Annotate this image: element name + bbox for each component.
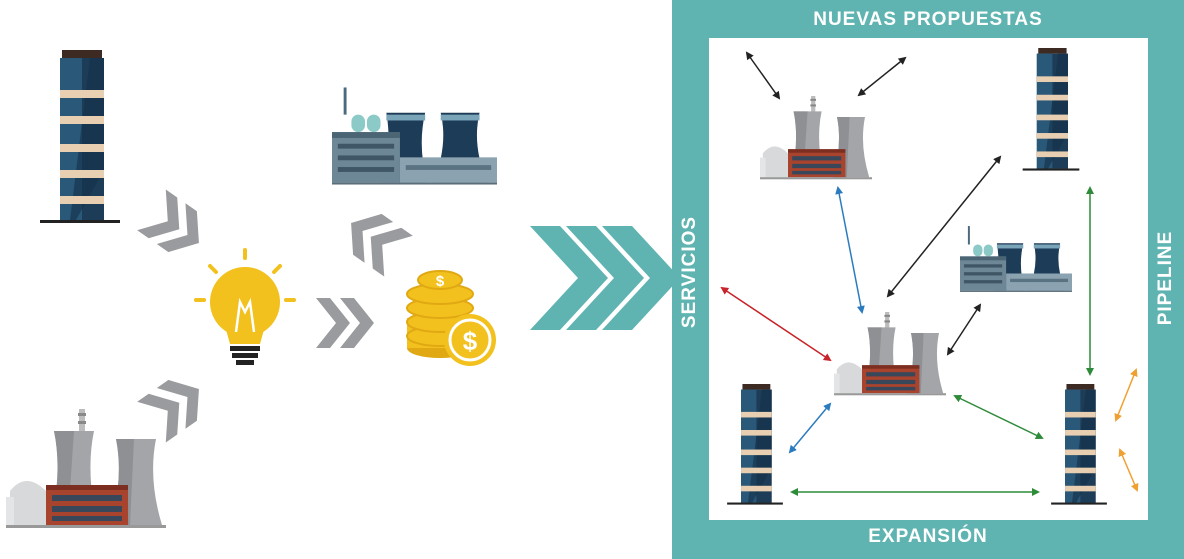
frame-label-bottom: EXPANSIÓN — [672, 521, 1184, 553]
factory-icon — [332, 87, 497, 184]
chevron-icon — [137, 189, 213, 263]
chevron-icon — [316, 298, 374, 348]
frame-label-right: PIPELINE — [1155, 231, 1177, 326]
coins-icon — [407, 271, 496, 366]
power-plant-icon — [6, 409, 166, 528]
big-chevron-arrow-icon — [530, 226, 680, 330]
office-tower-icon — [40, 50, 120, 223]
coin-dollar-symbol: $ — [463, 326, 478, 356]
frame-label-left: SERVICIOS — [679, 216, 701, 328]
coin-dollar-symbol: $ — [436, 273, 445, 290]
lightbulb-icon — [196, 250, 294, 365]
chevron-icon — [337, 202, 413, 276]
frame-label-top: NUEVAS PROPUESTAS — [672, 4, 1184, 36]
chevron-icon — [137, 368, 213, 442]
